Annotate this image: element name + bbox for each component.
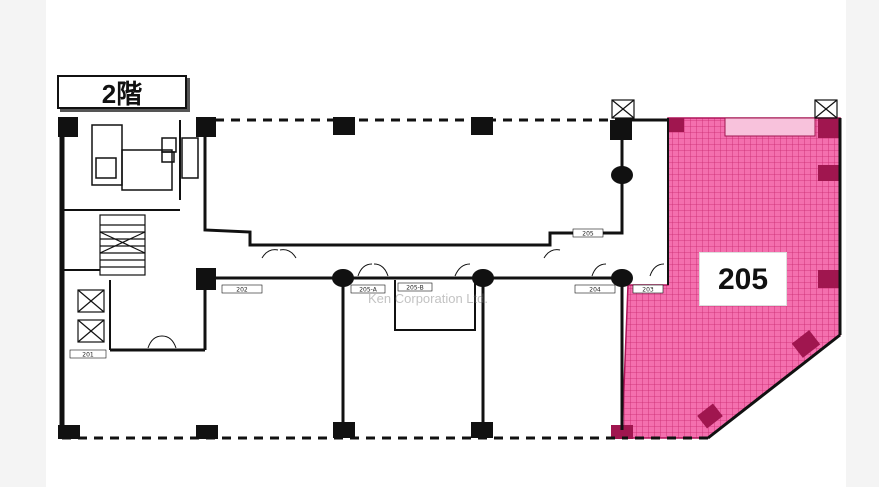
watermark: Ken Corporation Ltd. [368,291,488,306]
unit-205-label[interactable]: 205 [699,252,787,306]
interior-walls [62,118,669,430]
tag-205-a: 205-A [359,287,377,294]
tag-204: 204 [589,287,601,294]
room-tags: 205 205-A 205-B 204 203 202 201 [69,228,664,359]
tag-202: 202 [236,287,248,294]
door-swings [147,249,665,349]
restroom-core [91,124,199,191]
unit-205-window-bay [724,117,816,137]
unit-205-column-marks [611,118,840,439]
tag-205: 205 [582,231,594,238]
floor-label: 2階 [57,75,187,109]
tag-203: 203 [642,287,654,294]
structural-columns [58,117,633,439]
tag-201: 201 [82,352,94,359]
stair-core [77,99,838,343]
tag-205-b: 205-B [406,285,424,292]
outer-walls [59,118,842,440]
